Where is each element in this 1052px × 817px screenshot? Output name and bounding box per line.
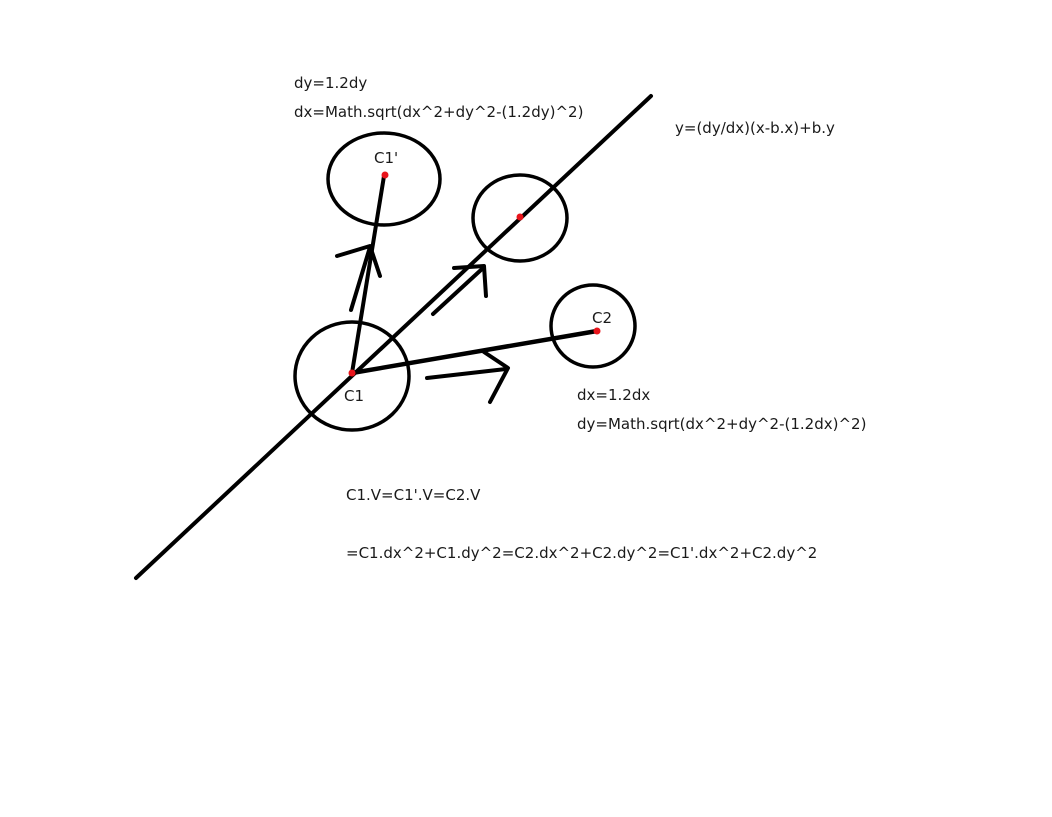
arrow-up-icon bbox=[335, 244, 382, 312]
point-c1 bbox=[348, 369, 356, 377]
circle-c2 bbox=[549, 283, 637, 369]
formula-mid-right-2: dy=Math.sqrt(dx^2+dy^2-(1.2dx)^2) bbox=[577, 415, 867, 433]
formula-top-right: y=(dy/dx)(x-b.x)+b.y bbox=[675, 119, 835, 137]
formula-bottom-1: C1.V=C1'.V=C2.V bbox=[346, 486, 481, 504]
point-c1-prime bbox=[381, 171, 389, 179]
arrow-right-icon bbox=[425, 350, 510, 404]
vector-c1-to-c1-prime bbox=[350, 174, 386, 375]
point-c2 bbox=[593, 327, 601, 335]
arrow-diagonal-icon bbox=[431, 264, 488, 316]
formula-top-left-1: dy=1.2dy bbox=[294, 74, 368, 92]
circle-c1 bbox=[293, 320, 411, 432]
label-c1: C1 bbox=[344, 387, 365, 405]
label-c1-prime: C1' bbox=[374, 149, 399, 167]
formula-top-left-2: dx=Math.sqrt(dx^2+dy^2-(1.2dy)^2) bbox=[294, 103, 584, 121]
vector-c1-to-c2 bbox=[349, 328, 600, 376]
point-middle bbox=[516, 213, 524, 221]
label-c2: C2 bbox=[592, 309, 613, 327]
formula-mid-right-1: dx=1.2dx bbox=[577, 386, 651, 404]
formula-bottom-2: =C1.dx^2+C1.dy^2=C2.dx^2+C2.dy^2=C1'.dx^… bbox=[346, 544, 818, 562]
circle-c1-prime bbox=[326, 131, 442, 227]
circle-middle bbox=[471, 173, 569, 263]
